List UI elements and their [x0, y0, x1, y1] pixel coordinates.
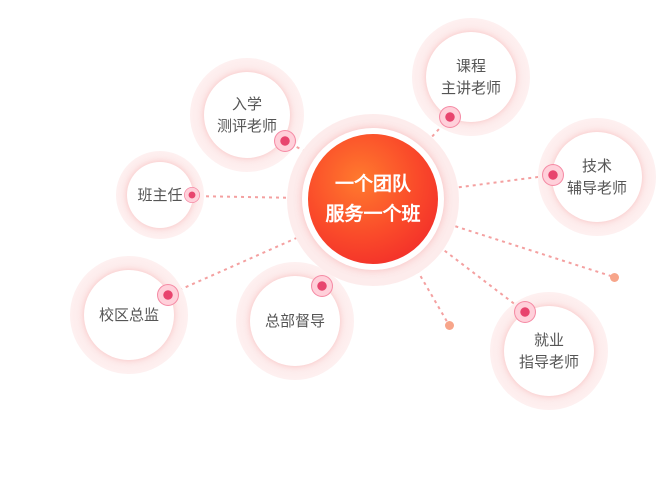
connector-dot — [311, 275, 333, 297]
link-end-1 — [409, 257, 450, 326]
node-career-label: 就业 指导老师 — [518, 331, 579, 371]
node-career: 就业 指导老师 — [490, 292, 608, 410]
node-hq-label: 总部督导 — [264, 312, 325, 330]
hub-circle: 一个团队 服务一个班 — [308, 134, 438, 264]
endpoint-dot — [445, 321, 454, 330]
connector-dot — [514, 301, 536, 323]
endpoint-dot — [610, 273, 619, 282]
link-headteacher — [191, 195, 301, 199]
connector-dot — [542, 164, 564, 186]
node-assessment-label: 入学 测评老师 — [216, 95, 277, 135]
hub-label: 一个团队 服务一个班 — [325, 173, 421, 225]
link-tech — [437, 174, 554, 191]
node-headteacher: 班主任 — [116, 151, 204, 239]
node-hq: 总部督导 — [236, 262, 354, 380]
node-course: 课程 主讲老师 — [412, 18, 530, 136]
node-tech-label: 技术 辅导老师 — [566, 157, 627, 197]
connector-dot — [184, 187, 200, 203]
node-headteacher-label: 班主任 — [137, 186, 183, 204]
node-assessment: 入学 测评老师 — [190, 58, 304, 172]
link-campus — [167, 231, 311, 296]
node-course-label: 课程 主讲老师 — [440, 57, 501, 97]
node-campus: 校区总监 — [70, 256, 188, 374]
node-campus-label: 校区总监 — [98, 306, 159, 324]
connector-dot — [274, 130, 296, 152]
link-end-2 — [441, 221, 615, 278]
connector-dot — [439, 106, 461, 128]
connector-dot — [157, 284, 179, 306]
